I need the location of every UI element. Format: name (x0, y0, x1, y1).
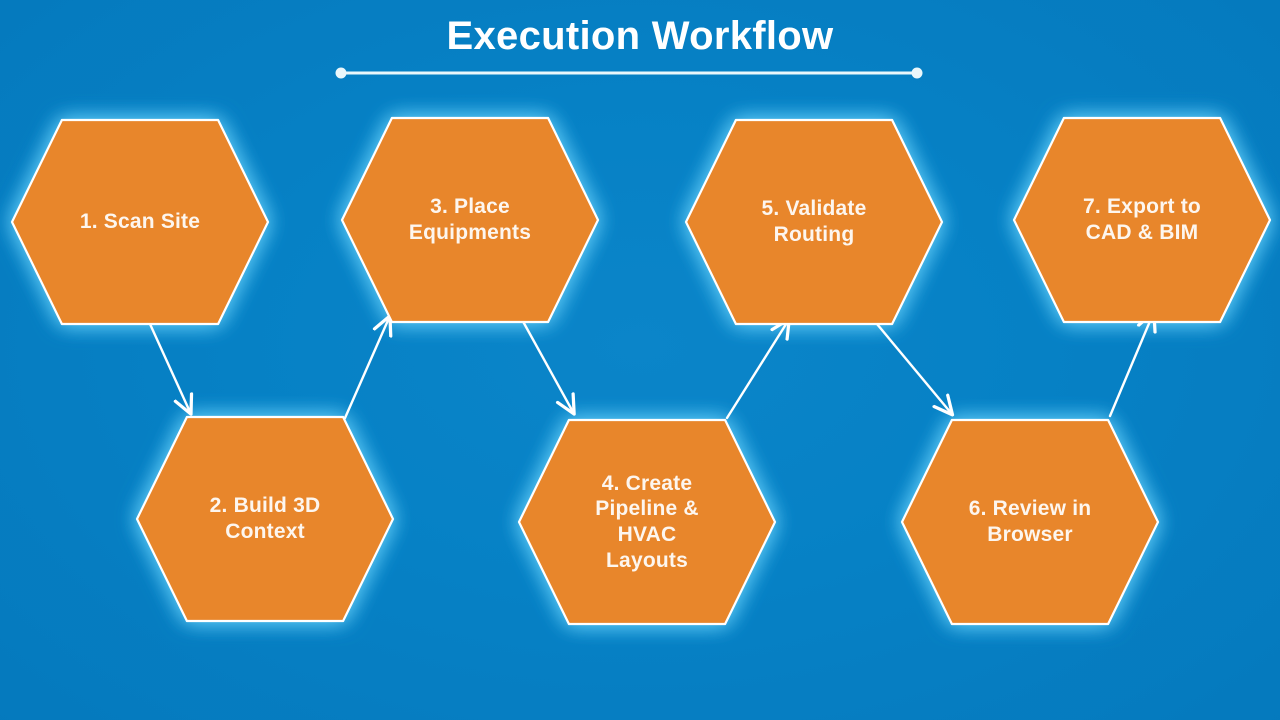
title-underline (335, 67, 923, 79)
connector-5-to-6 (870, 316, 951, 413)
workflow-node-4[interactable] (517, 418, 777, 626)
hexagon-layer (10, 116, 1272, 626)
workflow-node-3[interactable] (340, 116, 600, 324)
title-underline-dot-right (911, 67, 923, 79)
connector-4-to-5 (725, 321, 788, 420)
workflow-node-6[interactable] (900, 418, 1160, 626)
workflow-node-2[interactable] (135, 415, 395, 623)
workflow-node-1[interactable] (10, 118, 270, 326)
connector-layer (148, 314, 1153, 420)
workflow-node-5[interactable] (684, 118, 944, 326)
workflow-node-7[interactable] (1012, 116, 1272, 324)
connector-6-to-7 (1108, 314, 1153, 418)
connector-2-to-3 (343, 318, 389, 420)
connector-3-to-4 (518, 314, 573, 412)
connector-1-to-2 (148, 322, 190, 412)
title-underline-dot-left (335, 67, 347, 79)
page-title: Execution Workflow (446, 14, 834, 58)
